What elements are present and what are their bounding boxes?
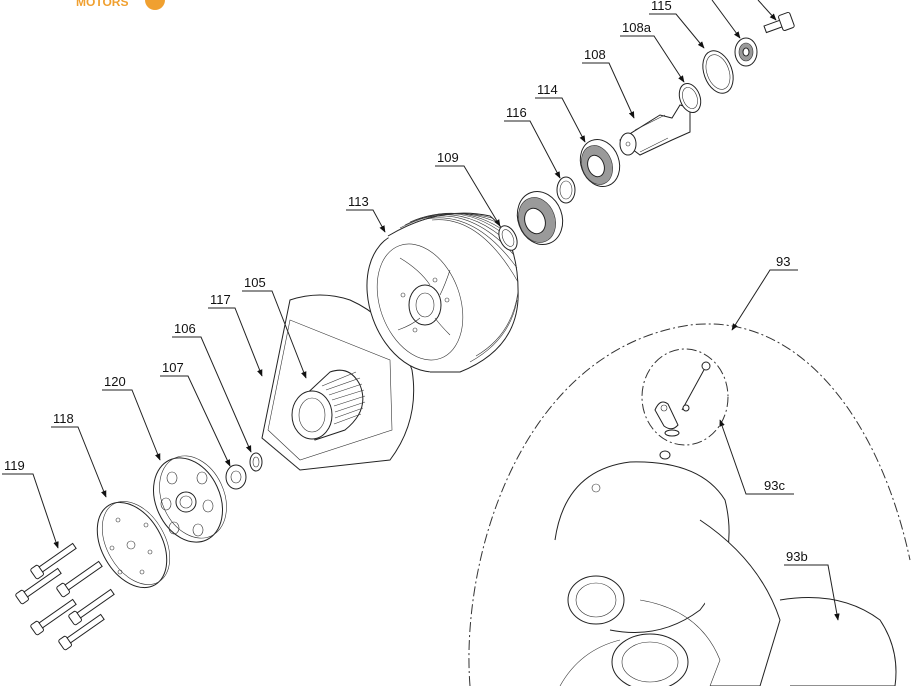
callout-label-108a: 108a xyxy=(622,20,652,35)
callout-label-105: 105 xyxy=(244,275,266,290)
callout-113: 113 xyxy=(346,194,386,233)
nut-107 xyxy=(225,464,247,490)
washer-108a xyxy=(678,82,702,114)
callout-93b: 93b xyxy=(784,549,840,621)
bearing-large xyxy=(516,191,564,245)
callout-118: 118 xyxy=(51,411,107,498)
callout-117: 117 xyxy=(208,292,263,377)
bolt-top xyxy=(763,11,795,34)
callout-116: 116 xyxy=(504,105,561,179)
callout-115: 115 xyxy=(649,0,705,49)
callout-108: 108 xyxy=(582,47,635,119)
callout-label-119: 119 xyxy=(4,458,25,473)
bolts-119 xyxy=(15,542,115,651)
callout-106: 106 xyxy=(172,321,252,453)
callout-label-93c: 93c xyxy=(764,478,785,493)
housing-93b xyxy=(554,450,897,686)
hub-105 xyxy=(291,369,366,441)
callout-108a: 108a xyxy=(620,20,685,83)
bearing-small xyxy=(734,37,758,67)
spacer-116 xyxy=(556,176,576,204)
callout-label-93: 93 xyxy=(776,254,790,269)
washer-106 xyxy=(249,452,263,472)
bearing-114 xyxy=(579,139,621,187)
callout-label-117: 117 xyxy=(210,292,231,307)
callout-107: 107 xyxy=(160,360,231,467)
detail-93c xyxy=(641,348,729,446)
callout-label-115: 115 xyxy=(651,0,672,13)
pulley-113 xyxy=(366,212,519,373)
callout-105: 105 xyxy=(242,275,307,379)
callout-label-108: 108 xyxy=(584,47,606,62)
callout-label-114: 114 xyxy=(537,82,558,97)
callout-114: 114 xyxy=(535,82,586,143)
callout-93: 93 xyxy=(731,254,798,331)
callout-label-116: 116 xyxy=(506,105,527,120)
callout-label-106: 106 xyxy=(174,321,196,336)
callout-label-118: 118 xyxy=(53,411,74,426)
callout-93c: 93c xyxy=(719,419,794,495)
brand-logo: MOTORS xyxy=(76,0,165,10)
circlip-115 xyxy=(702,50,734,94)
flange-120 xyxy=(153,455,227,543)
brand-text: MOTORS xyxy=(76,0,128,9)
detail-93-boundary xyxy=(468,323,911,686)
plate-118 xyxy=(96,501,171,589)
callout-label-120: 120 xyxy=(104,374,126,389)
circlip-109 xyxy=(498,225,518,251)
logo-mark-icon xyxy=(145,0,165,10)
callout-top-right xyxy=(711,0,777,39)
shaft-108 xyxy=(619,104,691,156)
callout-label-107: 107 xyxy=(162,360,184,375)
callout-120: 120 xyxy=(102,374,161,461)
callout-119: 119 xyxy=(2,458,59,549)
callout-label-109: 109 xyxy=(437,150,459,165)
callout-label-113: 113 xyxy=(348,194,369,209)
callout-label-93b: 93b xyxy=(786,549,808,564)
callout-109: 109 xyxy=(435,150,501,227)
